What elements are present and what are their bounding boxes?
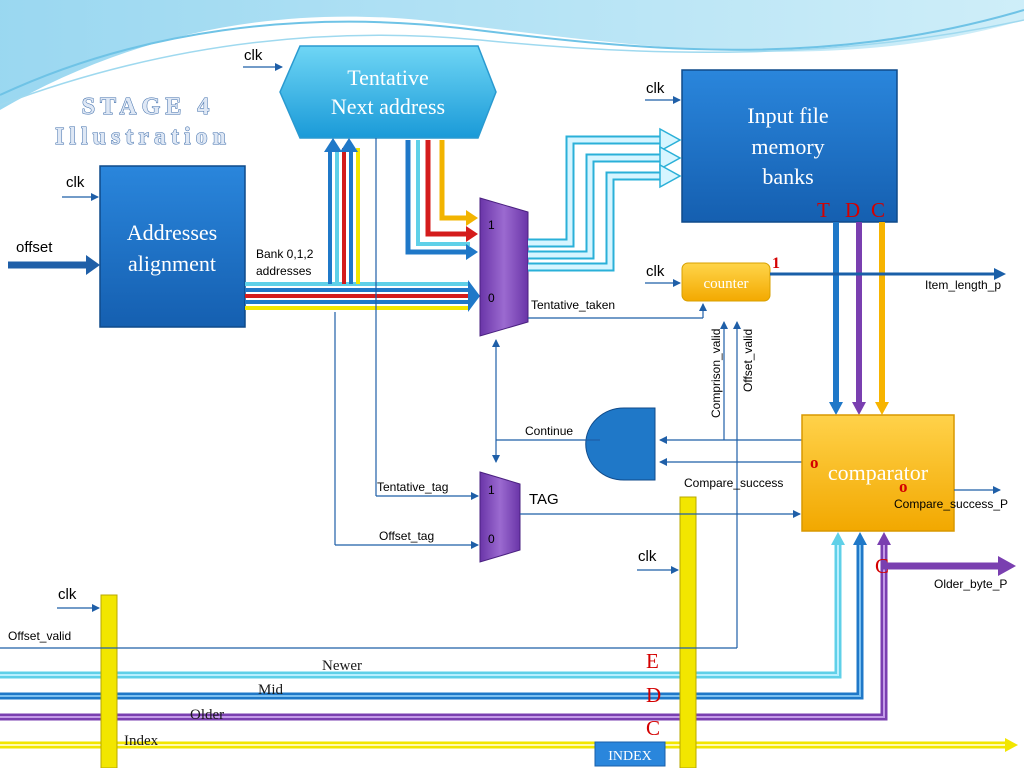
tentative-line-2: Next address (331, 94, 445, 119)
tentative-next-address-block (279, 45, 497, 139)
comparator-label: comparator (828, 460, 929, 485)
bus-T-down (829, 222, 843, 415)
comparator-block (801, 414, 955, 532)
label-tentative-taken: Tentative_taken (531, 298, 615, 312)
bank-addresses-label: addresses (256, 264, 311, 278)
label-offset-valid-h: Offset_valid (8, 629, 71, 643)
label-tentative-tag: Tentative_tag (377, 480, 448, 494)
counter-label: counter (704, 276, 749, 292)
marker-older-c: C (875, 554, 889, 578)
header-wave-decoration (0, 0, 1024, 110)
label-tag: TAG (529, 491, 559, 508)
bank-address-bus-to-tentative (324, 138, 360, 284)
tentative-line-1: Tentative (347, 65, 429, 90)
bus-newer (0, 540, 842, 679)
clk-addresses-label: clk (66, 174, 85, 191)
bus-mid (0, 540, 864, 700)
title-line-2: Illustration (55, 124, 231, 150)
index-box (594, 741, 666, 767)
marker-comparator-o-right: o (899, 477, 908, 496)
marker-C: C (871, 198, 885, 222)
label-compare-success: Compare_success (684, 476, 783, 490)
address-mux (479, 197, 529, 337)
label-offset-tag: Offset_tag (379, 529, 434, 543)
label-older-byte-p: Older_byte_P (934, 577, 1007, 591)
mux-to-memory-bus (528, 127, 682, 272)
arrowhead-older (877, 532, 891, 545)
bank-address-bus (245, 280, 480, 312)
label-item-length: Item_length_p (925, 278, 1001, 292)
clk-input-file-label: clk (646, 80, 665, 97)
label-comprison-valid: Comprison_valid (709, 329, 723, 418)
label-compare-success-p: Compare_success_P (894, 497, 1008, 511)
marker-bus-E: E (646, 649, 659, 673)
offset-label: offset (16, 239, 53, 256)
counter-block (681, 262, 771, 302)
and-gate (585, 407, 656, 481)
addresses-line-2: alignment (128, 251, 216, 276)
right-register-bar (679, 496, 697, 768)
left-register-bar (100, 594, 118, 768)
tag-mux-input-0: 0 (488, 532, 495, 546)
item-length-output (770, 268, 1006, 280)
older-byte-output (880, 556, 1016, 576)
arrowhead-newer (831, 532, 845, 545)
clk-counter-label: clk (646, 263, 665, 280)
marker-counter-1: 1 (772, 255, 780, 272)
title-line-1: STAGE 4 (82, 94, 215, 120)
bus-label-older: Older (190, 707, 224, 723)
marker-D: D (845, 198, 860, 222)
bus-D-down (852, 222, 866, 415)
marker-comparator-o-left: o (810, 453, 819, 472)
tentative-to-mux-bus (405, 140, 478, 260)
clk-left-register-label: clk (58, 586, 77, 603)
clk-tentative-label: clk (244, 47, 263, 64)
bus-C-down (875, 222, 889, 415)
address-mux-input-1: 1 (488, 218, 495, 232)
tag-mux (479, 471, 521, 563)
label-continue: Continue (525, 424, 573, 438)
marker-T: T (817, 198, 830, 222)
input-file-memory-banks-block (681, 69, 898, 223)
marker-bus-C: C (646, 716, 660, 740)
bus-label-mid: Mid (258, 682, 284, 698)
tag-mux-input-1: 1 (488, 483, 495, 497)
bank-label: Bank 0,1,2 (256, 247, 314, 261)
bus-older (0, 540, 888, 721)
clk-right-register-label: clk (638, 548, 657, 565)
addresses-line-1: Addresses (127, 220, 217, 245)
bus-label-index: Index (124, 733, 159, 749)
addresses-alignment-block (99, 165, 246, 328)
index-box-label: INDEX (608, 749, 652, 764)
input-file-line-3: banks (762, 164, 813, 189)
label-offset-valid-v: Offset_valid (741, 329, 755, 392)
offset-input-arrow (8, 255, 100, 275)
marker-bus-D: D (646, 683, 661, 707)
input-file-line-1: Input file (747, 103, 828, 128)
arrowhead-mid (853, 532, 867, 545)
bus-label-newer: Newer (322, 658, 362, 674)
input-file-line-2: memory (751, 134, 824, 159)
bus-index (0, 738, 1018, 752)
address-mux-input-0: 0 (488, 291, 495, 305)
